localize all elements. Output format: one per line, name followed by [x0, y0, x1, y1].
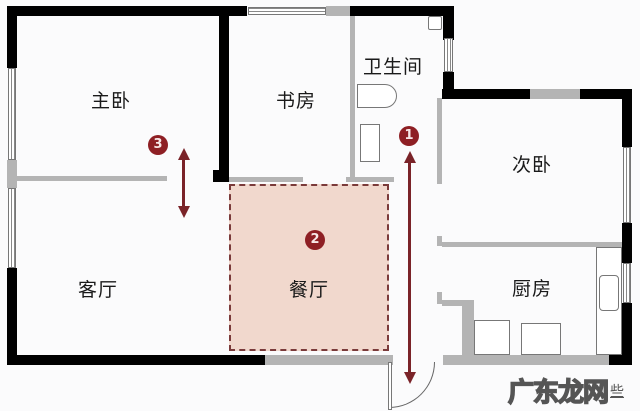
exterior-wall-left-top: [7, 6, 17, 68]
arrow-down-icon: [178, 206, 190, 218]
door-leaf: [388, 362, 392, 410]
exterior-wall-bath-right: [443, 6, 454, 40]
partition-corridor-right-kitchen: [437, 292, 442, 304]
room-label-kitchen: 厨房: [512, 278, 553, 300]
wall-segment-top-gray: [326, 6, 350, 16]
watermark: 广东龙网: [507, 377, 610, 409]
window-study-top: [248, 7, 326, 15]
floor-drain-icon: [428, 16, 442, 30]
corridor-arrow-line: [408, 160, 411, 380]
exterior-wall-bottom-right: [609, 355, 632, 365]
exterior-wall-left-bottom: [7, 268, 17, 365]
exterior-wall-bath-right-lower: [443, 72, 454, 98]
exterior-wall-right-mid: [622, 223, 632, 263]
kitchen-wall-stub: [442, 300, 474, 306]
exterior-wall-right-bottom: [622, 303, 632, 365]
kitchen-sink-icon: [599, 275, 619, 311]
room-label-study: 书房: [276, 90, 317, 112]
wall-bottom-gray: [265, 355, 393, 365]
arrow-down-icon: [404, 372, 416, 384]
partition-study-bottom: [229, 177, 303, 182]
stove-icon: [521, 323, 561, 355]
exterior-wall-right-top: [622, 89, 632, 147]
exterior-wall-bottom: [7, 355, 265, 365]
wall-study-corner: [213, 170, 229, 182]
arrow-up-icon: [404, 151, 416, 163]
marker-badge-3: 3: [148, 135, 168, 155]
wall-second-bedroom-top: [442, 89, 530, 99]
toilet-icon: [357, 84, 397, 108]
window-kitchen: [623, 263, 631, 303]
room-label-dining-room: 餐厅: [289, 279, 330, 301]
watermark-suffix: 些: [610, 384, 624, 400]
arrow-up-icon: [178, 148, 190, 160]
sink-icon: [360, 124, 380, 162]
wall-second-bedroom-top-right: [580, 89, 632, 99]
dining-area-highlight: [229, 184, 389, 351]
entrance-door-icon: [389, 362, 435, 408]
exterior-wall-top-right: [350, 6, 454, 16]
marker-badge-1: 1: [399, 126, 419, 146]
room-label-living-room: 客厅: [78, 279, 119, 301]
wall-study-left: [219, 6, 229, 178]
partition-corridor-right-lower: [437, 236, 442, 246]
kitchen-wall-stub-vertical: [462, 300, 474, 355]
wall-second-bedroom-top-gray: [530, 89, 580, 99]
partition-master-living: [17, 176, 167, 181]
partition-study-bath: [350, 16, 355, 180]
room-label-master-bedroom: 主卧: [91, 90, 132, 112]
wall-bottom-kitchen-gray: [443, 355, 611, 365]
partition-bath-bottom: [346, 177, 394, 182]
window-second-bedroom: [623, 147, 631, 223]
room-label-second-bedroom: 次卧: [512, 154, 553, 176]
room-label-bathroom: 卫生间: [363, 56, 424, 78]
marker-badge-2: 2: [305, 230, 325, 250]
exterior-wall-top-left: [7, 6, 247, 16]
partition-bedroom-kitchen: [442, 242, 622, 247]
window-master-bedroom: [8, 68, 16, 160]
kitchen-cabinet-icon: [474, 320, 510, 355]
window-bathroom: [444, 38, 453, 72]
wall-left-gray: [7, 160, 17, 188]
window-living-room: [8, 188, 16, 268]
living-bedroom-arrow-line: [182, 157, 185, 211]
partition-corridor-right: [437, 98, 442, 184]
